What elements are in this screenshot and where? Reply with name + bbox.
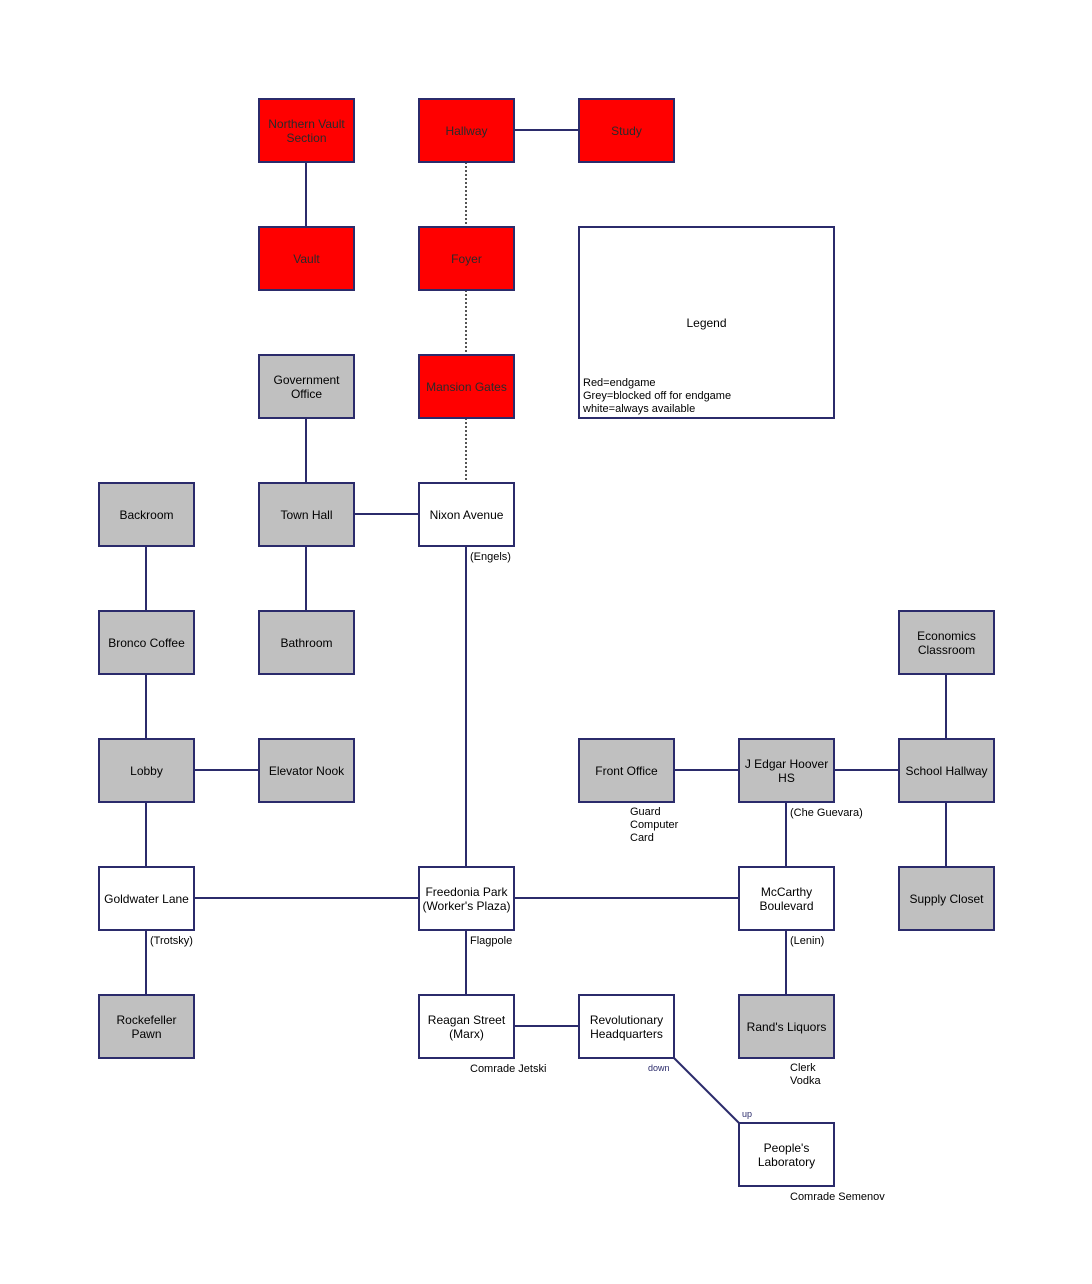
room-supply-closet: Supply Closet — [898, 866, 995, 931]
room-economics-classroom: Economics Classroom — [898, 610, 995, 675]
room-backroom: Backroom — [98, 482, 195, 547]
legend-title: Legend — [686, 316, 727, 330]
room-revolutionary-headquarters: Revolutionary Headquarters — [578, 994, 675, 1059]
exit-label-up: up — [742, 1109, 753, 1119]
room-j-edgar-hoover-hs: J Edgar Hoover HS — [738, 738, 835, 803]
room-northern-vault-section: Northern Vault Section — [258, 98, 355, 163]
legend-box: Legend Red=endgame Grey=blocked off for … — [578, 226, 835, 419]
note-engels: (Engels) — [470, 551, 511, 563]
room-peoples-laboratory: People's Laboratory — [738, 1122, 835, 1187]
room-bathroom: Bathroom — [258, 610, 355, 675]
room-hallway: Hallway — [418, 98, 515, 163]
note-guard-computer-card: Guard Computer Card — [630, 806, 679, 844]
note-lenin: (Lenin) — [790, 935, 825, 947]
room-mccarthy-boulevard: McCarthy Boulevard — [738, 866, 835, 931]
legend-entry-white: white=always available — [583, 403, 696, 415]
note-trotsky: (Trotsky) — [150, 935, 193, 947]
note-comrade-semenov: Comrade Semenov — [790, 1191, 885, 1203]
room-rands-liquors: Rand's Liquors — [738, 994, 835, 1059]
room-nixon-avenue: Nixon Avenue — [418, 482, 515, 547]
exit-label-down: down — [648, 1063, 670, 1073]
room-vault: Vault — [258, 226, 355, 291]
room-rockefeller-pawn: Rockefeller Pawn — [98, 994, 195, 1059]
room-front-office: Front Office — [578, 738, 675, 803]
legend-entry-red: Red=endgame — [583, 377, 656, 389]
room-mansion-gates: Mansion Gates — [418, 354, 515, 419]
legend-entry-grey: Grey=blocked off for endgame — [583, 390, 732, 402]
note-comrade-jetski: Comrade Jetski — [470, 1063, 547, 1075]
note-che-guevara: (Che Guevara) — [790, 807, 863, 819]
note-flagpole: Flagpole — [470, 935, 513, 947]
legend-entries: Red=endgame Grey=blocked off for endgame… — [583, 377, 731, 416]
room-elevator-nook: Elevator Nook — [258, 738, 355, 803]
room-goldwater-lane: Goldwater Lane — [98, 866, 195, 931]
note-clerk-vodka: Clerk Vodka — [790, 1062, 821, 1087]
room-study: Study — [578, 98, 675, 163]
room-freedonia-park: Freedonia Park (Worker's Plaza) — [418, 866, 515, 931]
link-revolutionary-hq-peoples-lab — [673, 1057, 740, 1124]
room-school-hallway: School Hallway — [898, 738, 995, 803]
room-government-office: Government Office — [258, 354, 355, 419]
room-reagan-street: Reagan Street (Marx) — [418, 994, 515, 1059]
room-town-hall: Town Hall — [258, 482, 355, 547]
room-bronco-coffee: Bronco Coffee — [98, 610, 195, 675]
room-lobby: Lobby — [98, 738, 195, 803]
room-foyer: Foyer — [418, 226, 515, 291]
